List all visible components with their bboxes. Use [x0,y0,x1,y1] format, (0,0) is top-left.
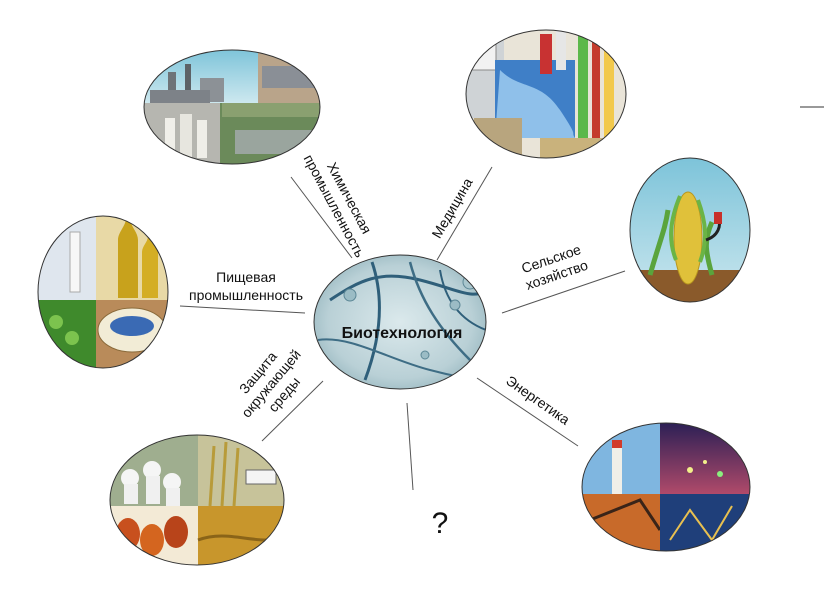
label-chemical-industry: Химическая промышленность [301,152,375,260]
svg-text:Медицина: Медицина [428,175,475,241]
svg-text:Пищевая: Пищевая [216,269,276,285]
center-label: Биотехнология [342,325,463,342]
svg-text:промышленность: промышленность [189,287,303,303]
spoke-environment [261,380,324,442]
label-environment: Защита окружающей среды [236,346,304,420]
spoke-chemical [290,176,353,259]
spoke-energy [476,377,579,447]
energy-image [581,422,751,552]
spoke-agriculture [501,270,626,314]
agriculture-image [629,157,751,303]
chemical-industry-image [143,49,321,165]
food-industry-image [37,215,169,369]
environment-image [109,434,285,566]
label-agriculture: Сельское хозяйство [519,241,590,293]
unknown-branch-label: ? [432,507,449,540]
center-node: Биотехнология [313,254,487,390]
label-medicine: Медицина [428,175,475,241]
label-food-industry: Пищевая промышленность [189,269,303,303]
medicine-image [465,29,627,159]
spoke-medicine [436,166,493,261]
spoke-unknown [406,402,414,491]
spoke-food [179,305,306,314]
